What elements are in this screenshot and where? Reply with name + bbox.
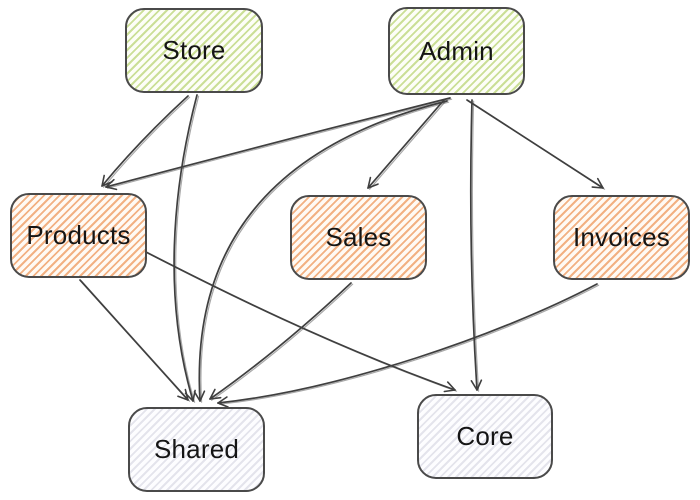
edge-store-shared	[173, 94, 198, 402]
edge-products-core	[145, 251, 456, 393]
node-label-invoices: Invoices	[573, 222, 670, 252]
node-core: Core	[417, 394, 553, 479]
node-label-admin: Admin	[419, 35, 494, 66]
edge-sketch-sales-shared	[211, 283, 354, 401]
node-label-sales: Sales	[325, 222, 392, 252]
edge-admin-sales	[367, 99, 445, 189]
edge-admin-products	[105, 97, 451, 191]
edge-products-shared	[79, 279, 189, 401]
node-label-core: Core	[456, 421, 514, 451]
edge-sketch-admin-core	[471, 100, 480, 392]
node-shared: Shared	[128, 407, 265, 492]
node-label-shared: Shared	[153, 434, 240, 464]
edge-admin-shared	[193, 100, 448, 402]
edge-sales-shared	[209, 282, 352, 400]
edge-admin-core	[469, 99, 483, 391]
node-store: Store	[125, 8, 263, 93]
edge-sketch-store-products	[103, 96, 191, 188]
edge-sketch-store-shared	[175, 95, 200, 403]
edge-group	[79, 94, 606, 408]
node-products: Products	[10, 193, 147, 278]
node-invoices: Invoices	[553, 195, 690, 280]
node-admin: Admin	[388, 7, 525, 95]
edge-sketch-invoices-shared	[219, 284, 600, 405]
node-label-store: Store	[162, 35, 226, 65]
node-label-products: Products	[26, 220, 131, 250]
edge-sketch-admin-shared	[200, 101, 450, 403]
edge-sketch-admin-products	[107, 98, 453, 189]
edge-sketch-admin-sales	[369, 100, 447, 190]
edge-invoices-shared	[217, 283, 598, 408]
edge-store-products	[101, 95, 189, 187]
edge-admin-invoices	[466, 99, 604, 189]
node-sales: Sales	[290, 195, 427, 280]
